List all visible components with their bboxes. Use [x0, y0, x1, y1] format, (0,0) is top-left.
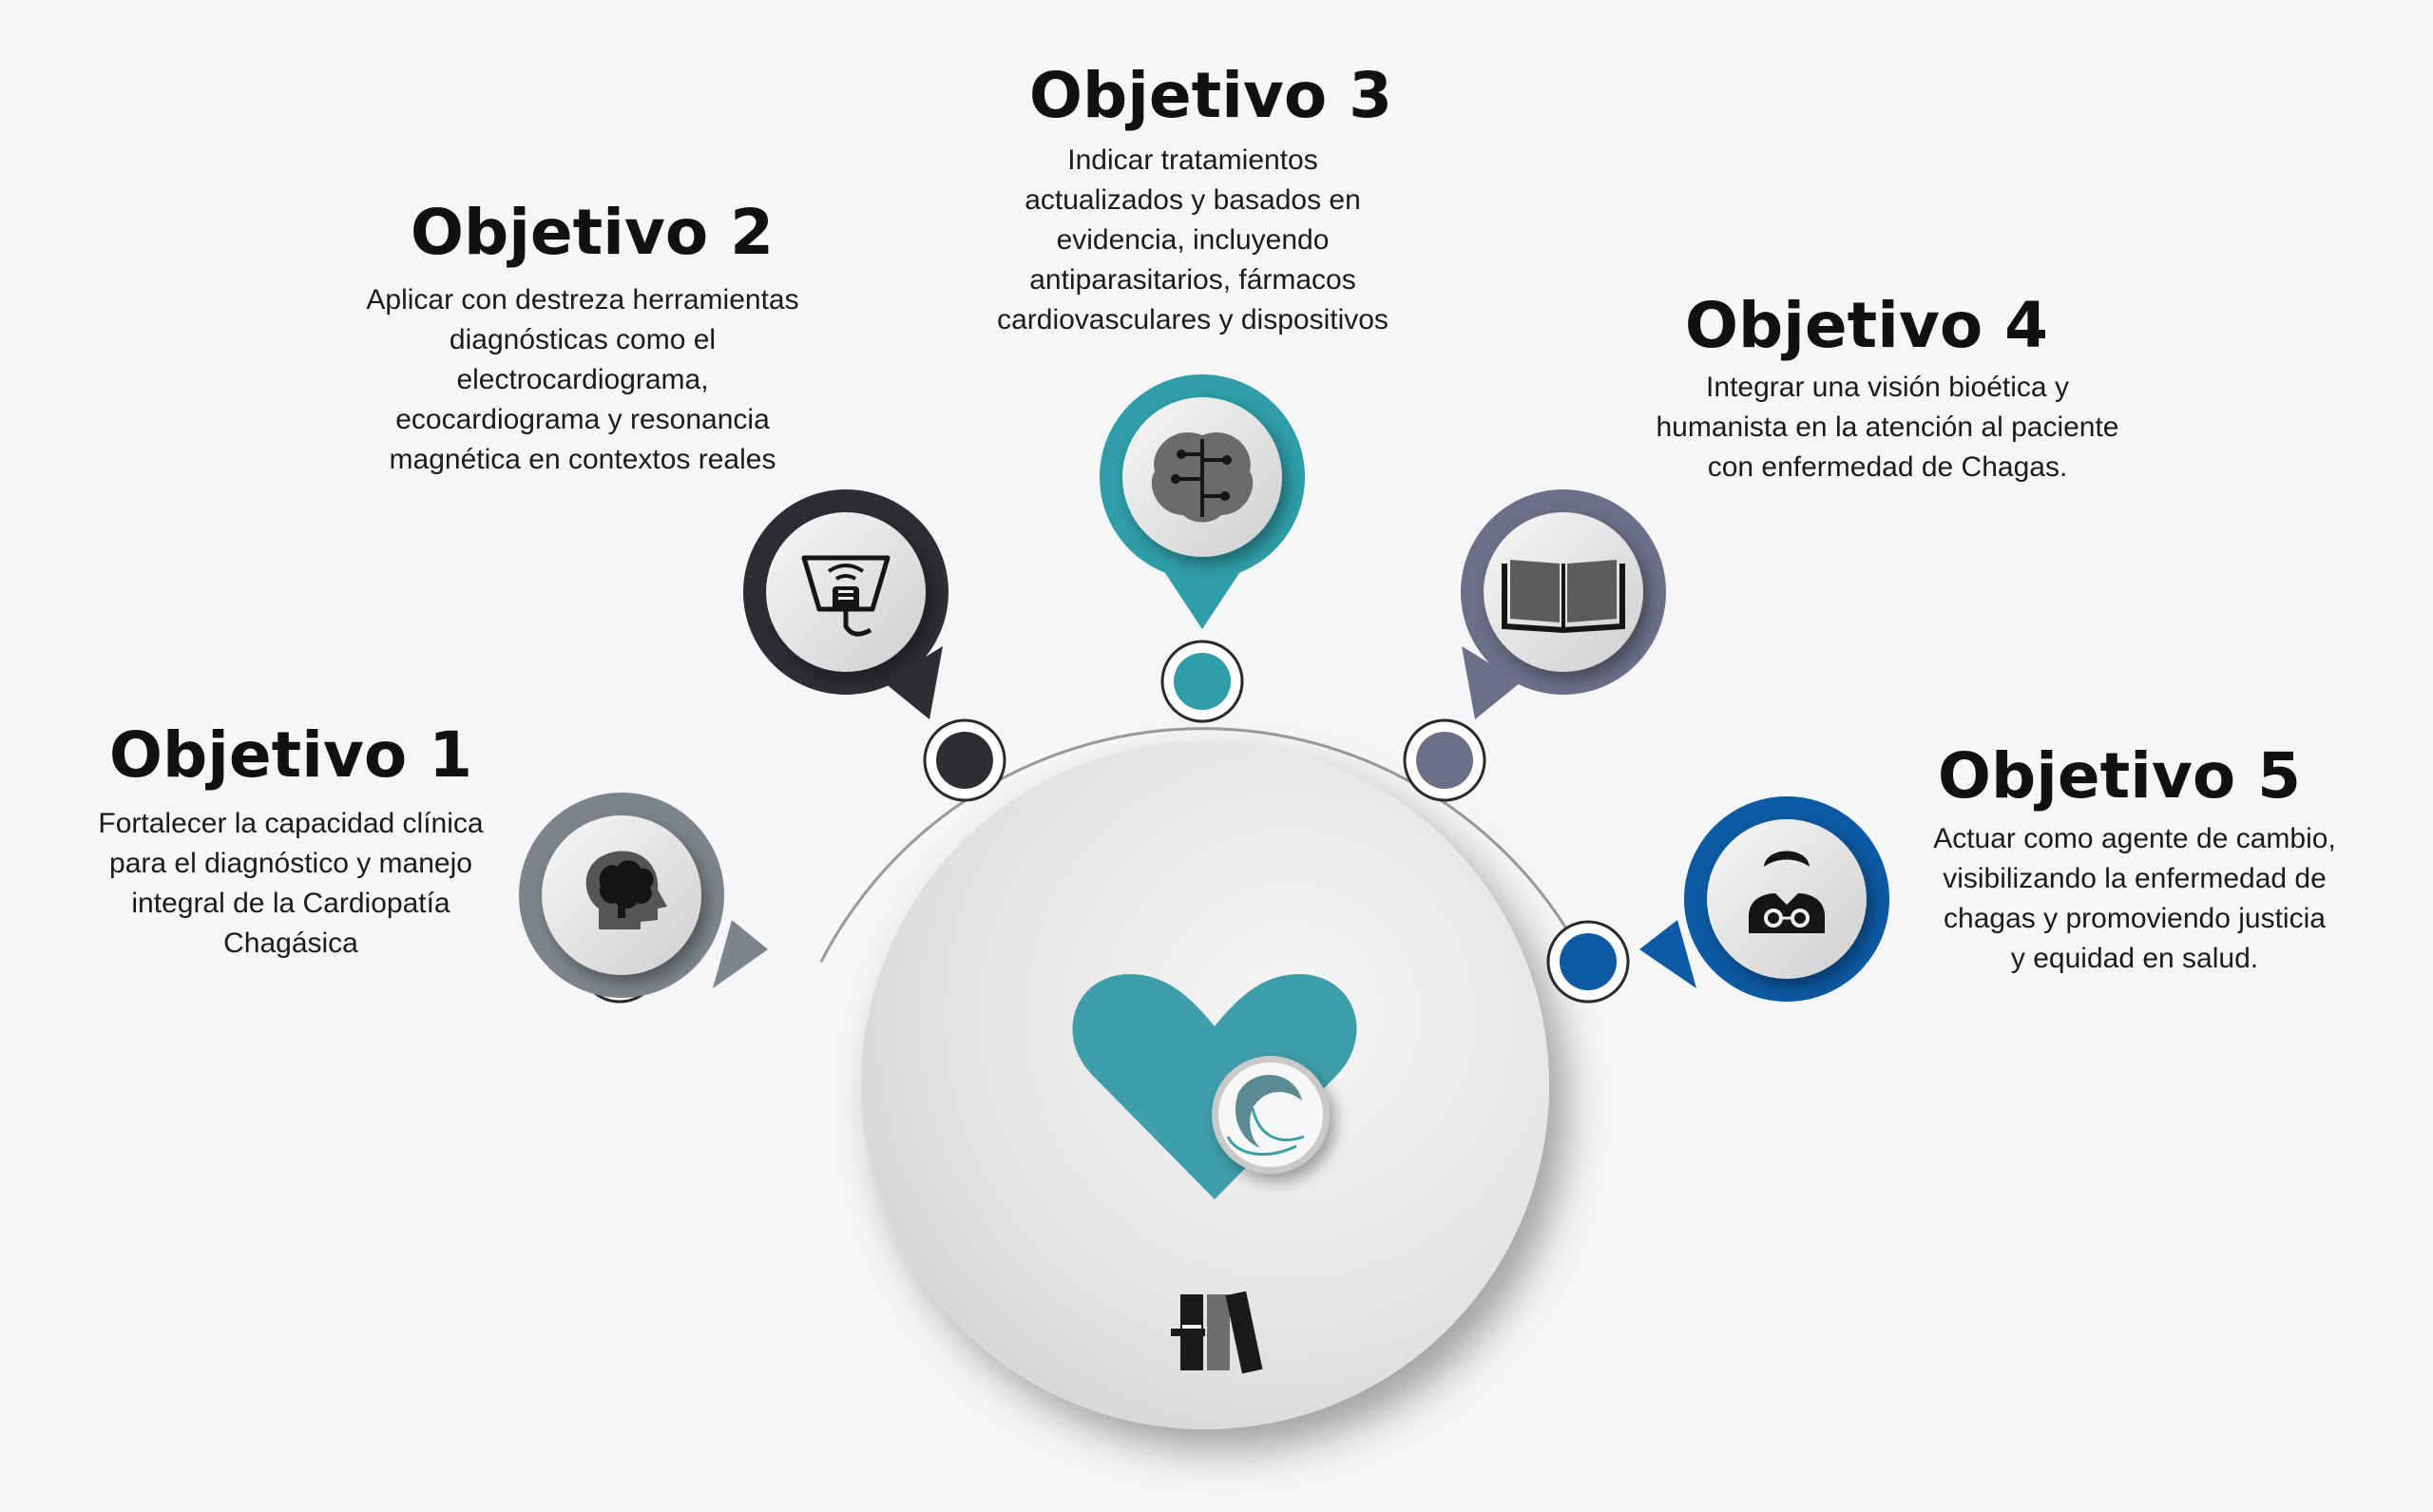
objective-5-pin-disc	[1707, 819, 1867, 979]
objective-3-line: Indicar tratamientos	[1067, 144, 1318, 176]
objective-4-marker	[1403, 489, 1666, 802]
objective-2-line: electrocardiograma,	[456, 364, 709, 395]
heart-icon	[1072, 973, 1357, 1199]
objective-4-line: humanista en la atención al paciente	[1656, 411, 2119, 443]
objective-4-line: con enfermedad de Chagas.	[1707, 451, 2068, 483]
objective-3-line: evidencia, incluyendo	[1056, 224, 1330, 256]
objective-3-bullet-dot	[1174, 653, 1231, 710]
objective-2-pin-tail	[884, 646, 943, 719]
objective-1-line: Chagásica	[223, 928, 358, 959]
objective-4-pin-tail	[1462, 646, 1521, 719]
objective-4-description: Integrar una visión bioética y humanista…	[1656, 368, 2118, 488]
objective-5-bullet-dot	[1560, 933, 1617, 990]
objective-5-line: chagas y promoviendo justicia	[1944, 903, 2326, 934]
objective-5-line: Actuar como agente de cambio,	[1933, 823, 2336, 854]
objective-1-title: Objetivo 1	[108, 718, 473, 792]
objective-3-line: cardiovasculares y dispositivos	[997, 304, 1389, 335]
objective-2-line: Aplicar con destreza herramientas	[366, 284, 799, 316]
medical-books-icon	[1171, 1291, 1263, 1374]
objective-2-line: ecocardiograma y resonancia	[395, 404, 770, 435]
objective-3-pin-tail	[1163, 570, 1241, 629]
objective-4-bullet-dot	[1416, 732, 1473, 789]
trypanosome-icon	[1212, 1056, 1330, 1174]
objective-1-line: Fortalecer la capacidad clínica	[98, 808, 484, 839]
objective-1-marker	[519, 793, 768, 1004]
objective-5-description: Actuar como agente de cambio, visibiliza…	[1933, 819, 2336, 979]
objective-5-marker	[1546, 796, 1889, 1004]
objective-5-title: Objetivo 5	[1937, 739, 2302, 813]
open-book-icon	[1502, 560, 1625, 634]
objective-3-line: actualizados y basados en	[1025, 184, 1361, 216]
objective-2-description: Aplicar con destreza herramientas diagnó…	[366, 280, 798, 480]
objective-2-title: Objetivo 2	[410, 196, 775, 269]
doctor-icon	[1749, 851, 1825, 933]
objective-1-description: Fortalecer la capacidad clínica para el …	[98, 804, 483, 964]
objective-5-pin-tail	[1639, 920, 1696, 988]
objective-3-marker	[1100, 374, 1305, 723]
head-brain-icon	[585, 851, 667, 929]
objective-4-title: Objetivo 4	[1684, 289, 2049, 362]
objective-4-line: Integrar una visión bioética y	[1706, 372, 2069, 403]
objective-2-line: diagnósticas como el	[449, 324, 717, 355]
circuit-brain-icon	[1151, 431, 1254, 523]
objective-1-line: integral de la Cardiopatía	[131, 888, 450, 919]
objective-5-line: y equidad en salud.	[2010, 943, 2259, 974]
objective-3-description: Indicar tratamientos actualizados y basa…	[997, 141, 1389, 340]
connector-arc	[819, 727, 1587, 963]
objective-2-line: magnética en contextos reales	[389, 444, 776, 475]
objective-3-title: Objetivo 3	[1028, 59, 1393, 132]
ultrasound-probe-icon	[801, 555, 891, 637]
objective-1-line: para el diagnóstico y manejo	[109, 848, 472, 879]
objective-3-line: antiparasitarios, fármacos	[1029, 264, 1356, 296]
objective-1-pin-tail	[713, 920, 768, 988]
objective-2-bullet-dot	[936, 732, 993, 789]
objective-2-marker	[743, 489, 1006, 802]
objective-5-line: visibilizando la enfermedad de	[1943, 863, 2327, 894]
